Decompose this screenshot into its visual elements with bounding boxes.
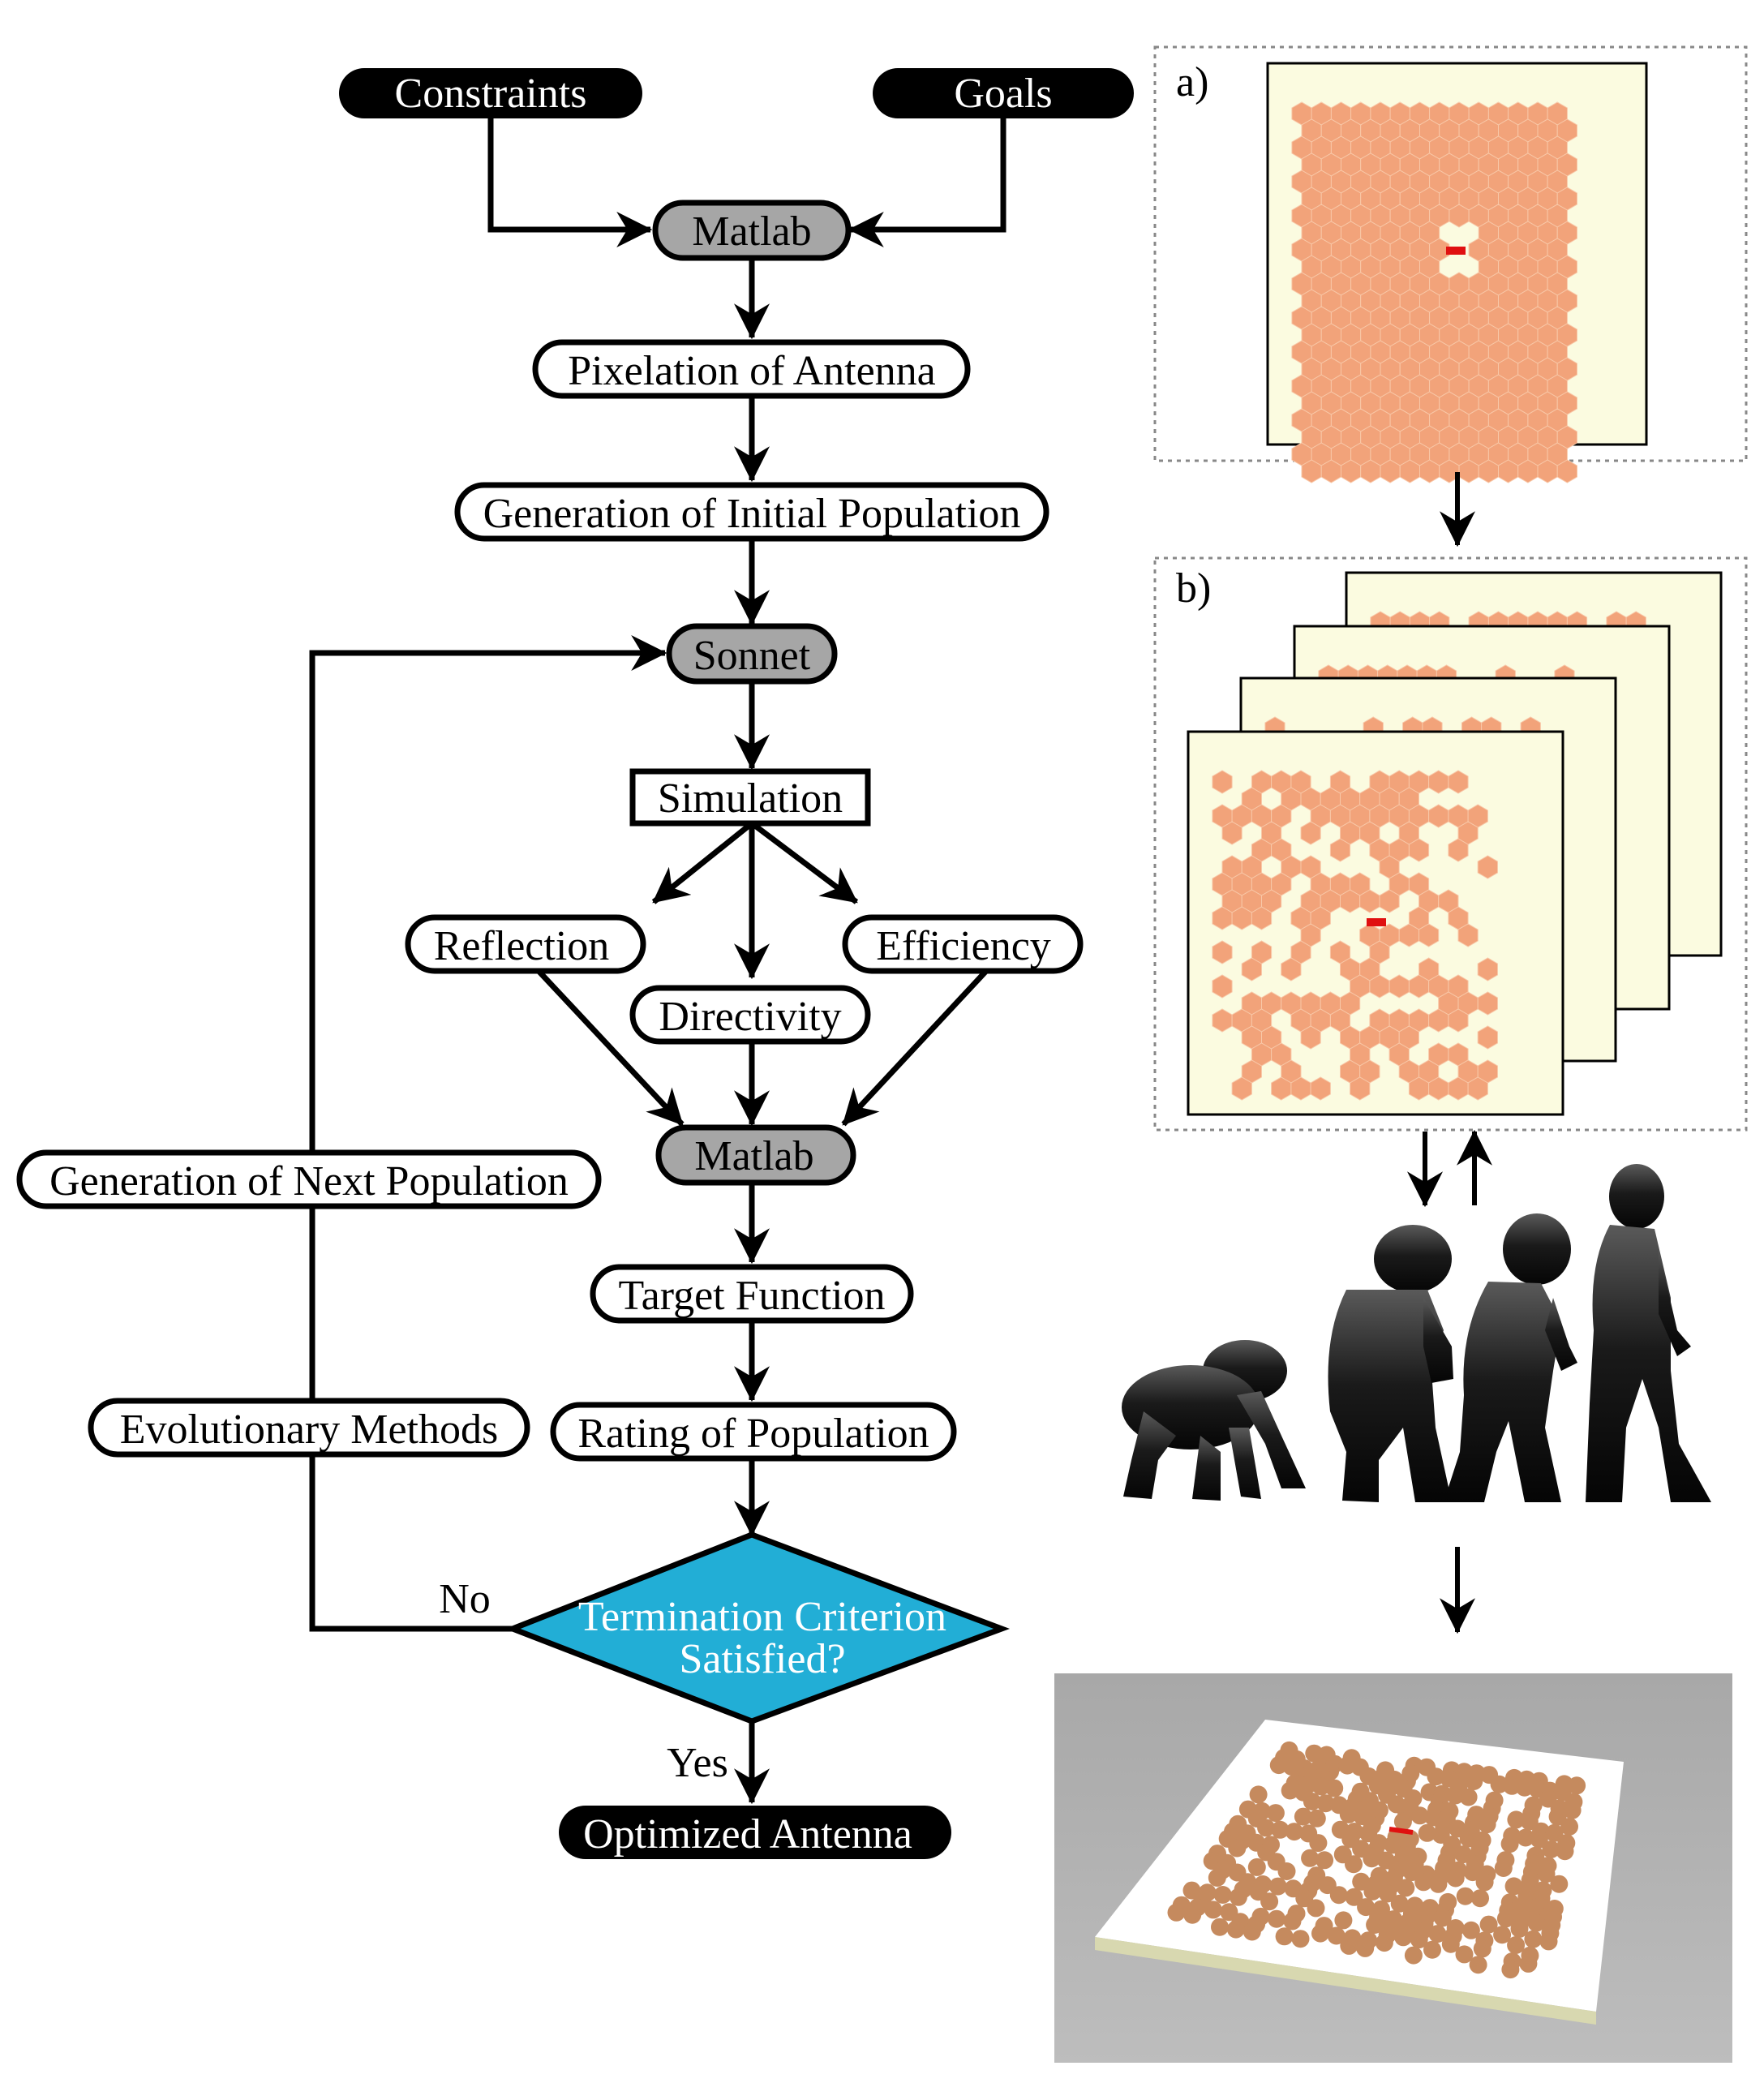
node-directivity-label: Directivity bbox=[659, 994, 841, 1040]
reflection-to-matlab-arrow bbox=[536, 968, 685, 1127]
node-initial-population: Generation of Initial Population bbox=[454, 482, 1049, 542]
decision-line2: Satisfied? bbox=[679, 1636, 845, 1682]
node-goals: Goals bbox=[873, 68, 1134, 118]
efficiency-to-matlab-arrow bbox=[841, 968, 989, 1127]
decision-line1: Termination Criterion bbox=[578, 1594, 946, 1640]
node-simulation-label: Simulation bbox=[658, 775, 843, 822]
node-reflection: Reflection bbox=[405, 914, 646, 974]
node-reflection-label: Reflection bbox=[434, 923, 610, 969]
panel-b: b) bbox=[1153, 556, 1748, 1132]
population-member bbox=[1187, 730, 1564, 1116]
evolution-silhouettes bbox=[1122, 1164, 1711, 1502]
node-pixelation: Pixelation of Antenna bbox=[532, 339, 971, 399]
silhouette-hominid-3 bbox=[1444, 1213, 1577, 1502]
silhouette-ape-2 bbox=[1328, 1225, 1453, 1502]
node-next-population: Generation of Next Population bbox=[16, 1149, 602, 1209]
render-substrate-edge bbox=[1095, 1937, 1596, 2025]
render-metal-pattern bbox=[1167, 1741, 1586, 1979]
node-directivity: Directivity bbox=[629, 985, 871, 1045]
optimized-antenna-render bbox=[1054, 1673, 1732, 2063]
flow-connectors bbox=[309, 118, 1006, 1805]
node-matlab-top-label: Matlab bbox=[692, 208, 811, 255]
node-initial-population-label: Generation of Initial Population bbox=[483, 491, 1021, 537]
simulation-to-efficiency-arrow bbox=[749, 821, 859, 904]
node-optimized-antenna: Optimized Antenna bbox=[559, 1806, 951, 1859]
node-pixelation-label: Pixelation of Antenna bbox=[568, 348, 935, 394]
panel-b-label: b) bbox=[1176, 565, 1211, 612]
node-goals-label: Goals bbox=[954, 71, 1052, 117]
node-simulation: Simulation bbox=[629, 768, 871, 827]
node-efficiency: Efficiency bbox=[842, 914, 1084, 974]
node-rating: Rating of Population bbox=[550, 1402, 957, 1462]
decision-no-label: No bbox=[439, 1576, 491, 1622]
node-target-function: Target Function bbox=[590, 1264, 914, 1324]
panel-b-population-stack bbox=[1187, 571, 1723, 1116]
node-sonnet-label: Sonnet bbox=[693, 633, 811, 679]
no-loop-arrow bbox=[309, 635, 667, 1632]
node-target-function-label: Target Function bbox=[618, 1273, 885, 1319]
node-efficiency-label: Efficiency bbox=[876, 923, 1051, 969]
node-evolutionary-methods: Evolutionary Methods bbox=[88, 1398, 530, 1458]
panel-a-label: a) bbox=[1176, 59, 1208, 105]
panel-a: a) bbox=[1153, 45, 1748, 483]
node-decision: Termination Criterion Satisfied? bbox=[504, 1531, 1011, 1724]
node-evolutionary-methods-label: Evolutionary Methods bbox=[120, 1407, 499, 1453]
node-rating-label: Rating of Population bbox=[577, 1411, 929, 1457]
node-constraints: Constraints bbox=[339, 68, 642, 118]
goals-to-matlab-arrow bbox=[848, 118, 1006, 247]
node-matlab-mid: Matlab bbox=[655, 1124, 856, 1186]
silhouette-human-4 bbox=[1586, 1164, 1711, 1502]
node-sonnet: Sonnet bbox=[666, 623, 838, 685]
panel-a-pixel-grid bbox=[1291, 101, 1577, 483]
node-optimized-antenna-label: Optimized Antenna bbox=[583, 1811, 912, 1858]
silhouette-ape-1 bbox=[1122, 1340, 1306, 1501]
node-matlab-mid-label: Matlab bbox=[694, 1133, 813, 1179]
node-next-population-label: Generation of Next Population bbox=[49, 1158, 569, 1205]
constraints-to-matlab-arrow bbox=[487, 118, 653, 247]
node-matlab-top: Matlab bbox=[652, 200, 852, 261]
node-constraints-label: Constraints bbox=[395, 71, 587, 117]
decision-yes-label: Yes bbox=[667, 1740, 728, 1786]
render-feed bbox=[1388, 1827, 1414, 1835]
simulation-to-reflection-arrow bbox=[651, 821, 754, 904]
